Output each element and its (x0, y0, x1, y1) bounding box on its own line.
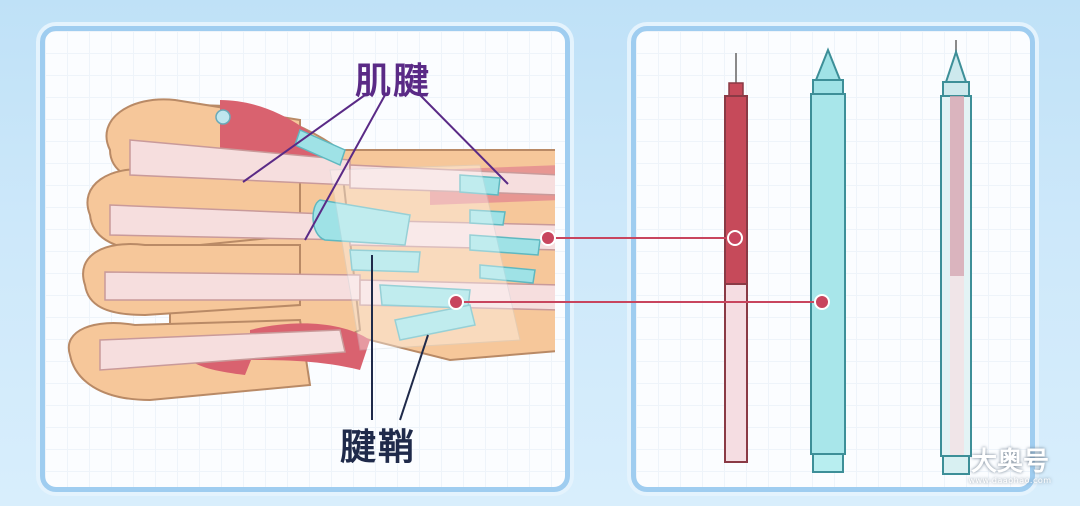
assembled-pen-icon (940, 40, 972, 475)
retinaculum-band (329, 164, 521, 351)
tendon-pointers (242, 94, 509, 241)
watermark-name: 大奥号 (970, 447, 1049, 477)
sheath-pointers (371, 255, 429, 421)
pen-casing-icon (810, 47, 846, 473)
tendon-sheaths (294, 128, 541, 341)
tendon-label: 肌腱 (355, 61, 432, 102)
connector-lines (448, 230, 830, 310)
watermark-url: www.daaohao.com (968, 476, 1052, 485)
hand-illustration (67, 98, 555, 402)
pen-refill-icon (724, 53, 748, 463)
bone-knob (215, 109, 231, 125)
watermark: 大奥号 www.daaohao.com (955, 448, 1065, 485)
tendon-sheath-label: 腱鞘 (340, 427, 417, 468)
